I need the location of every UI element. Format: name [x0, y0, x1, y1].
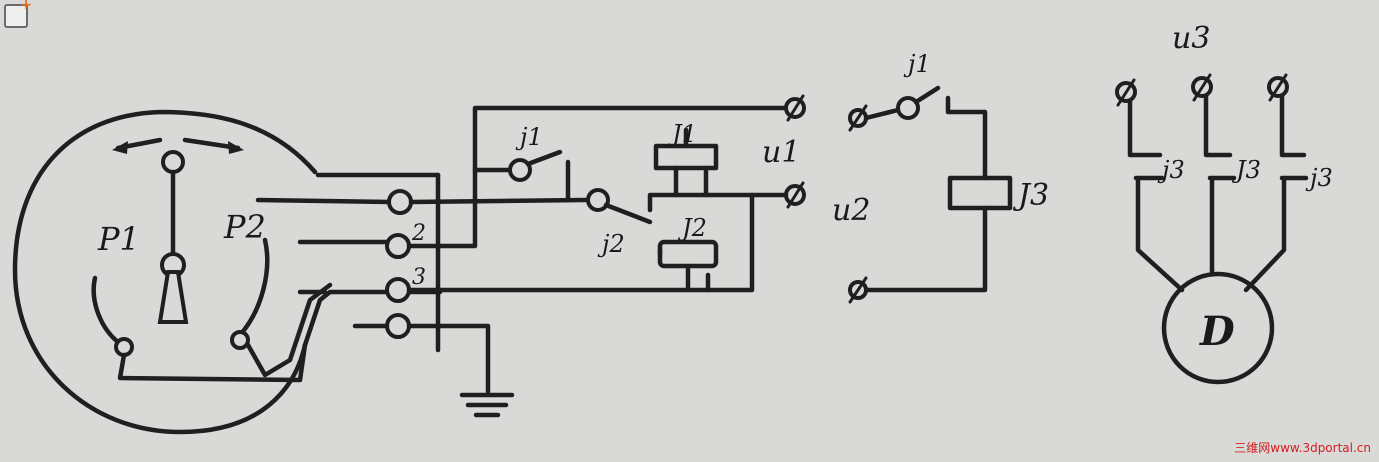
- mid-top-slash: [848, 104, 868, 132]
- terminal-2: [385, 233, 411, 259]
- ground-symbol: [459, 392, 515, 418]
- needle-pivot-top: [161, 150, 185, 174]
- contact-p1-terminal: [114, 337, 134, 357]
- label-p2: P2: [223, 208, 266, 246]
- terminal-1-wire: [408, 197, 588, 205]
- label-terminal-2: 2: [411, 221, 426, 246]
- u2-slash: [786, 181, 805, 209]
- watermark: 三维网www.3dportal.cn: [1234, 441, 1371, 455]
- J2-leads: [657, 247, 691, 293]
- J3-lower-wire: [863, 205, 988, 293]
- terminal-3: [385, 277, 411, 303]
- contact-arc-p1: [91, 275, 125, 348]
- contact-p2-terminal: [230, 330, 250, 350]
- label-j2-left: j2: [597, 230, 625, 258]
- mid-top-wire: [863, 107, 901, 121]
- J3-coil: [947, 175, 1013, 211]
- j3-contact-b: [1203, 93, 1237, 275]
- label-j3-a: j3: [1157, 156, 1185, 184]
- j1-contact: [508, 158, 532, 182]
- label-terminal-3: 3: [412, 265, 426, 290]
- J1-coil: [653, 143, 719, 171]
- label-j1-left: j1: [515, 123, 543, 151]
- label-u3: u3: [1172, 21, 1210, 56]
- J2-coil: [657, 239, 719, 269]
- u3-slash-c: [1268, 73, 1288, 102]
- label-u1: u1: [762, 135, 800, 170]
- terminal-4-wire: [352, 323, 491, 395]
- terminal-3-wire: [406, 272, 711, 293]
- terminal-2-wire: [406, 105, 793, 249]
- j1-blade: [525, 149, 571, 203]
- j3-contact-c: [1243, 93, 1309, 293]
- arrowhead-left: [112, 141, 128, 154]
- j1-right-contact: [896, 96, 920, 120]
- label-p1: P1: [97, 220, 140, 258]
- label-J2: J2: [677, 214, 707, 242]
- terminal-1: [387, 189, 413, 215]
- u3-slash-b: [1192, 73, 1212, 102]
- label-u2: u2: [832, 193, 870, 228]
- gauge-housing: [12, 109, 443, 435]
- add-image-icon[interactable]: [4, 0, 32, 28]
- J1-leads: [673, 127, 709, 198]
- motor-circle: [1161, 271, 1275, 385]
- j1-right-blade: [913, 85, 988, 181]
- p2-lead: [245, 282, 333, 378]
- p1-lead: [117, 342, 308, 383]
- u3-slash-a: [1116, 78, 1136, 107]
- j3-contact-a: [1127, 98, 1185, 293]
- terminal-4: [385, 313, 411, 339]
- label-j1-right: j1: [903, 50, 931, 78]
- arrowhead-right: [228, 141, 244, 154]
- mid-bottom-slash: [848, 276, 868, 304]
- label-j3-b: J3: [1231, 156, 1261, 184]
- u1-slash: [786, 94, 805, 122]
- j2-contact: [586, 188, 610, 212]
- label-j3-c: j3: [1305, 164, 1333, 192]
- needle-pointer: [157, 270, 189, 324]
- label-motor: D: [1199, 308, 1235, 355]
- label-J3: J3: [1012, 178, 1049, 213]
- lead-1: [255, 197, 393, 205]
- contact-arc-p2: [237, 237, 270, 338]
- label-J1: J1: [667, 120, 697, 148]
